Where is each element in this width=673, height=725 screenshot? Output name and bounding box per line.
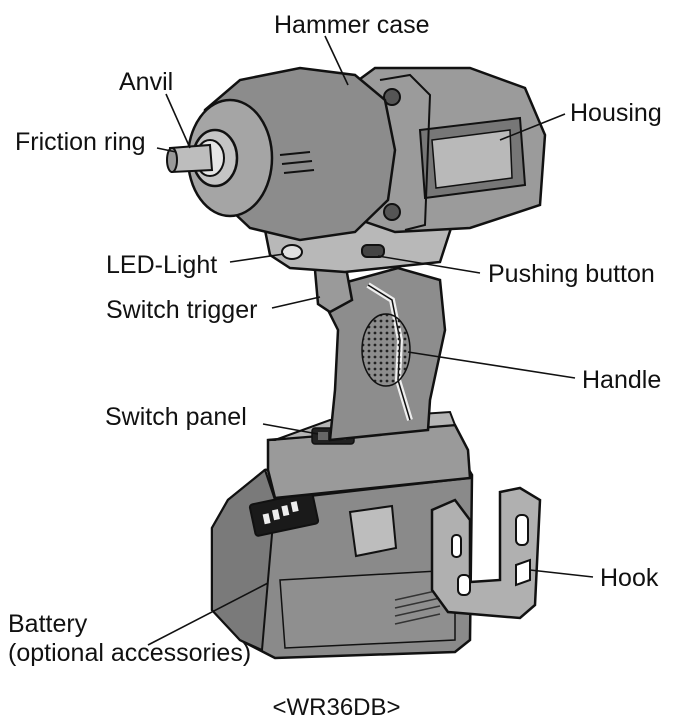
leader-hook [529, 569, 594, 578]
leader-anvil [165, 93, 191, 149]
housing [343, 66, 547, 234]
label-switch-panel: Switch panel [105, 403, 247, 431]
hammer-case [186, 66, 397, 242]
label-led-light: LED-Light [106, 251, 218, 279]
leader-battery [147, 582, 269, 646]
leader-housing [499, 113, 566, 141]
label-housing: Housing [570, 99, 662, 127]
label-hammer-case: Hammer case [274, 11, 430, 39]
battery [210, 453, 474, 660]
pushing-button [361, 244, 385, 258]
label-battery-note: (optional accessories) [8, 639, 252, 667]
leader-switch-trigger [271, 296, 321, 309]
leader-switch-panel [262, 423, 319, 435]
label-handle: Handle [582, 366, 662, 394]
label-friction-ring: Friction ring [15, 128, 146, 156]
label-switch-trigger: Switch trigger [106, 296, 258, 324]
label-pushing-button: Pushing button [488, 260, 655, 288]
label-anvil: Anvil [119, 68, 174, 96]
leader-friction-ring [156, 147, 177, 153]
label-battery: Battery [8, 610, 88, 638]
led-light [281, 244, 303, 260]
leader-handle [407, 351, 576, 379]
leader-pushing-button [377, 255, 481, 274]
handle [316, 266, 447, 442]
hook [430, 486, 542, 620]
anvil [166, 128, 239, 188]
model-caption: <WR36DB> [272, 694, 401, 721]
leader-led-light [229, 253, 285, 263]
label-hook: Hook [600, 564, 659, 592]
leader-hammer-case [324, 35, 349, 86]
